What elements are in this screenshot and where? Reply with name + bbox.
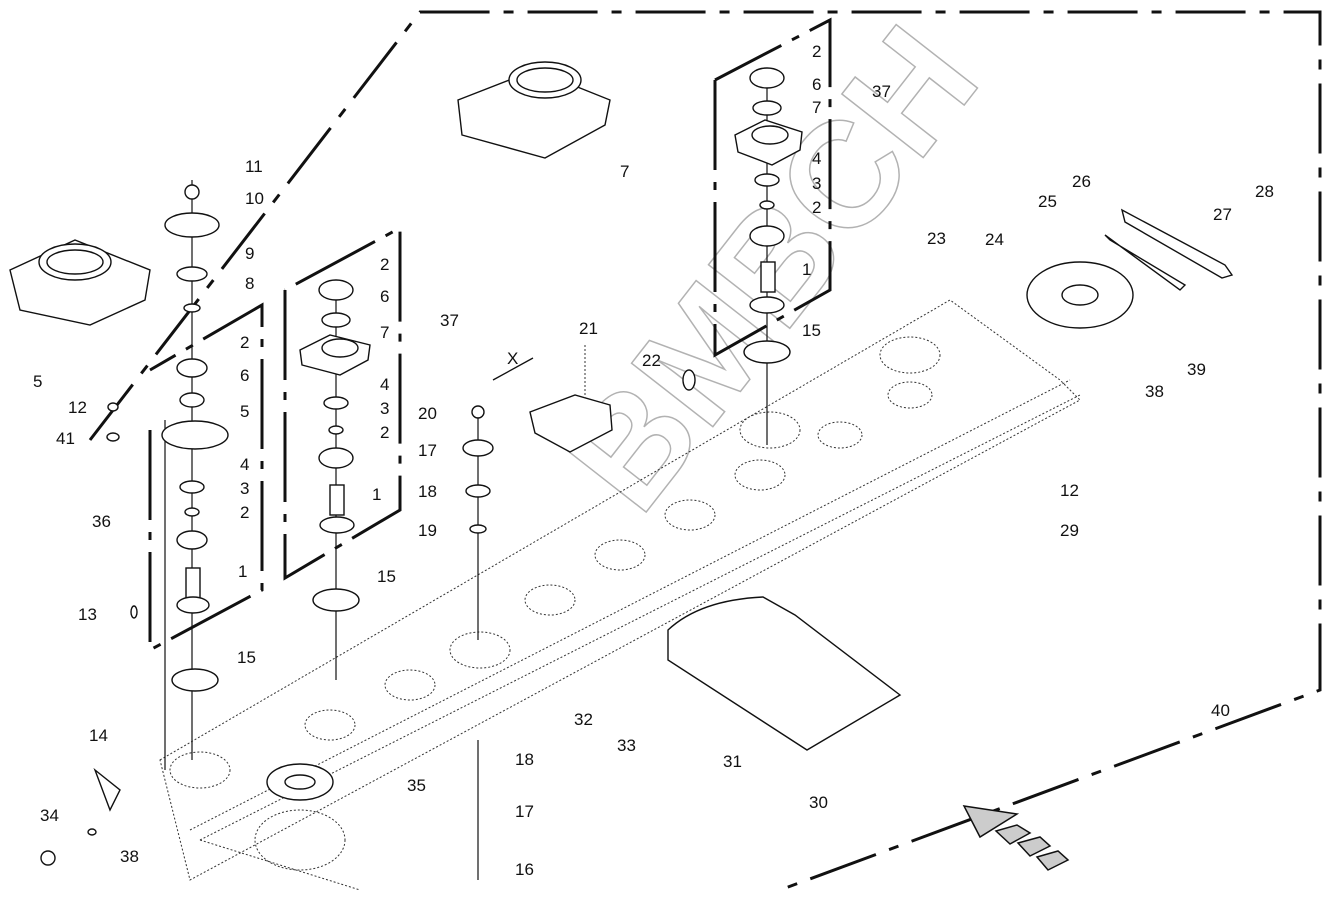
- callout-26: 26: [1072, 172, 1091, 191]
- callout-35: 35: [407, 776, 426, 795]
- rail-26: [1120, 208, 1234, 279]
- callout-28: 28: [1255, 182, 1274, 201]
- callout-36: 36: [92, 512, 111, 531]
- callout-23: 23: [927, 229, 946, 248]
- callout-2: 2: [812, 42, 821, 61]
- callout-7: 7: [380, 323, 389, 342]
- callout-17: 17: [418, 441, 437, 460]
- right-stack: [682, 67, 803, 391]
- cover-plate-31: [667, 596, 902, 751]
- dimension-x: X: [507, 349, 518, 368]
- callout-8: 8: [245, 274, 254, 293]
- cutter-bar: [159, 299, 1081, 891]
- callout-3: 3: [380, 399, 389, 418]
- callout-16: 16: [515, 860, 534, 879]
- callout-15: 15: [237, 648, 256, 667]
- callout-3: 3: [240, 479, 249, 498]
- callout-41: 41: [56, 429, 75, 448]
- guide-block-21: X: [492, 345, 613, 453]
- callout-4: 4: [812, 149, 821, 168]
- callout-6: 6: [812, 75, 821, 94]
- callout-37: 37: [440, 311, 459, 330]
- callout-2: 2: [240, 333, 249, 352]
- callout-25: 25: [1038, 192, 1057, 211]
- callout-7: 7: [812, 98, 821, 117]
- callout-20: 20: [418, 404, 437, 423]
- callout-15: 15: [377, 567, 396, 586]
- callout-10: 10: [245, 189, 264, 208]
- assembly-frame-40: [88, 10, 1322, 892]
- callout-32: 32: [574, 710, 593, 729]
- callout-5: 5: [33, 372, 42, 391]
- callout-1: 1: [238, 562, 247, 581]
- bearing-housing-7: [457, 61, 611, 159]
- callout-21: 21: [579, 319, 598, 338]
- callout-12: 12: [1060, 481, 1079, 500]
- strip-25: [1104, 234, 1187, 291]
- callout-34: 34: [40, 806, 59, 825]
- callout-14: 14: [89, 726, 108, 745]
- callout-24: 24: [985, 230, 1004, 249]
- direction-arrow-icon: [962, 805, 1070, 871]
- callout-18: 18: [515, 750, 534, 769]
- callout-6: 6: [380, 287, 389, 306]
- callout-37: 37: [872, 82, 891, 101]
- callout-6: 6: [240, 366, 249, 385]
- callout-2: 2: [380, 423, 389, 442]
- callout-13: 13: [78, 605, 97, 624]
- callout-9: 9: [245, 244, 254, 263]
- callout-4: 4: [240, 455, 249, 474]
- bearing-housing-5: [9, 239, 151, 326]
- group-frame-37b: [713, 17, 832, 358]
- callout-27: 27: [1213, 205, 1232, 224]
- callout-2: 2: [380, 255, 389, 274]
- callout-38: 38: [1145, 382, 1164, 401]
- callout-40: 40: [1211, 701, 1230, 720]
- callout-2: 2: [812, 198, 821, 217]
- callout-12: 12: [68, 398, 87, 417]
- callout-1: 1: [802, 260, 811, 279]
- callout-15: 15: [802, 321, 821, 340]
- callout-31: 31: [723, 752, 742, 771]
- callout-30: 30: [809, 793, 828, 812]
- callout-labels: 1110985265124136432113151434383526737432…: [33, 42, 1274, 879]
- callout-33: 33: [617, 736, 636, 755]
- callout-19: 19: [418, 521, 437, 540]
- callout-2: 2: [240, 503, 249, 522]
- group-frame-37a: [283, 225, 402, 581]
- callout-17: 17: [515, 802, 534, 821]
- gear-24: [1026, 261, 1134, 329]
- group-frame-36: [148, 302, 264, 653]
- callout-3: 3: [812, 174, 821, 193]
- callout-11: 11: [245, 157, 263, 176]
- left-stack: [40, 184, 229, 866]
- callout-4: 4: [380, 375, 389, 394]
- callout-38: 38: [120, 847, 139, 866]
- callout-7: 7: [620, 162, 629, 181]
- callout-22: 22: [642, 351, 661, 370]
- callout-39: 39: [1187, 360, 1206, 379]
- callout-29: 29: [1060, 521, 1079, 540]
- middle-stack: [266, 279, 494, 801]
- callout-1: 1: [372, 485, 381, 504]
- callout-5: 5: [240, 402, 249, 421]
- callout-18: 18: [418, 482, 437, 501]
